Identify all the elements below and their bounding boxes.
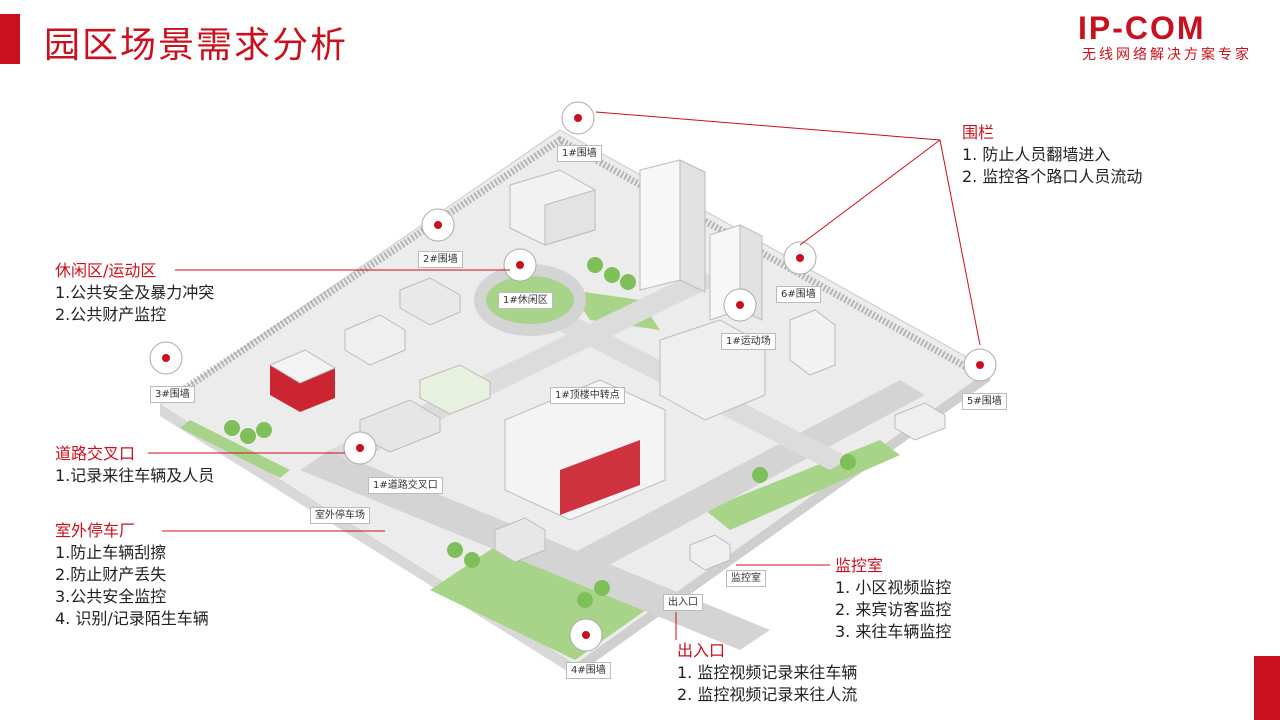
callout-monitor-room-title: 监控室: [835, 556, 884, 575]
building-green-roof: [419, 364, 491, 415]
callout-fence-item: 2. 监控各个路口人员流动: [962, 167, 1143, 186]
map-label-wall-4: 4#围墙: [566, 662, 611, 679]
page-title: 园区场景需求分析: [44, 25, 349, 66]
map-label-crossroad-1: 1#道路交叉口: [368, 477, 443, 494]
brand-logo: IP-COM: [1078, 10, 1206, 46]
callout-monitor-room-item: 1. 小区视频监控: [835, 578, 952, 597]
callout-parking-item: 1.防止车辆刮擦: [55, 543, 167, 562]
road-crossing: [560, 380, 925, 578]
callout-parking-item: 2.防止财产丢失: [55, 565, 167, 584]
callout-parking-item: 4. 识别/记录陌生车辆: [55, 609, 209, 628]
building-red-top: [399, 277, 461, 326]
callout-parking-item: 3.公共安全监控: [55, 587, 167, 606]
brand-tagline: 无线网络解决方案专家: [1082, 47, 1252, 63]
callout-fence-title: 围栏: [962, 123, 995, 142]
building-right-small: [789, 309, 836, 376]
map-label-wall-3: 3#围墙: [150, 386, 195, 403]
map-label-leisure-1: 1#休闲区: [498, 292, 553, 309]
callout-leisure-item: 2.公共财产监控: [55, 305, 167, 324]
callout-parking: 室外停车厂 1.防止车辆刮擦 2.防止财产丢失 3.公共安全监控 4. 识别/记…: [55, 520, 209, 630]
callout-leisure-title: 休闲区/运动区: [55, 261, 157, 280]
map-label-sports-1: 1#运动场: [721, 333, 776, 350]
callout-monitor-room-item: 3. 来往车辆监控: [835, 622, 952, 641]
map-label-wall-5: 5#围墙: [962, 393, 1007, 410]
callout-crossroad-title: 道路交叉口: [55, 444, 136, 463]
callout-entrance-item: 2. 监控视频记录来往人流: [677, 685, 858, 704]
callout-entrance: 出入口 1. 监控视频记录来往车辆 2. 监控视频记录来往人流: [677, 640, 857, 706]
map-label-parking: 室外停车场: [310, 507, 370, 524]
callout-parking-title: 室外停车厂: [55, 521, 136, 540]
callout-monitor-room: 监控室 1. 小区视频监控 2. 来宾访客监控 3. 来往车辆监控: [835, 555, 951, 643]
callout-entrance-item: 1. 监控视频记录来往车辆: [677, 663, 858, 682]
building-left-mid: [344, 314, 406, 366]
map-label-rooftop: 1#顶楼中转点: [550, 387, 625, 404]
map-label-wall-2: 2#围墙: [418, 251, 463, 268]
building-parking-tank: [494, 517, 546, 563]
grass-left: [180, 420, 290, 478]
callout-crossroad-item: 1.记录来往车辆及人员: [55, 466, 215, 485]
map-label-entrance: 出入口: [663, 594, 703, 611]
callout-monitor-room-item: 2. 来宾访客监控: [835, 600, 952, 619]
callout-entrance-title: 出入口: [677, 641, 726, 660]
callout-leisure: 休闲区/运动区 1.公共安全及暴力冲突 2.公共财产监控: [55, 260, 214, 326]
callout-fence-item: 1. 防止人员翻墙进入: [962, 145, 1111, 164]
callout-leader-lines: [148, 111, 981, 640]
trees: [224, 257, 856, 608]
building-monitor-room: [689, 534, 731, 571]
camera-pin-dots: [162, 114, 984, 639]
map-label-wall-1: 1#围墙: [557, 145, 602, 162]
map-label-wall-6: 6#围墙: [776, 286, 821, 303]
building-top-block: [509, 169, 596, 246]
map-label-monitor-room: 监控室: [726, 570, 766, 587]
building-red-warehouse: [268, 349, 337, 412]
building-tower-left: [639, 159, 706, 293]
grass-front: [430, 530, 660, 660]
callout-crossroad: 道路交叉口 1.记录来往车辆及人员: [55, 443, 214, 487]
title-accent-bar: [0, 14, 20, 64]
fence-back: [173, 135, 977, 398]
building-central-complex: [504, 379, 666, 521]
building-right-front: [894, 402, 946, 441]
callout-leisure-item: 1.公共安全及暴力冲突: [55, 283, 215, 302]
callout-fence: 围栏 1. 防止人员翻墙进入 2. 监控各个路口人员流动: [962, 122, 1142, 188]
corner-accent-block: [1254, 656, 1280, 720]
